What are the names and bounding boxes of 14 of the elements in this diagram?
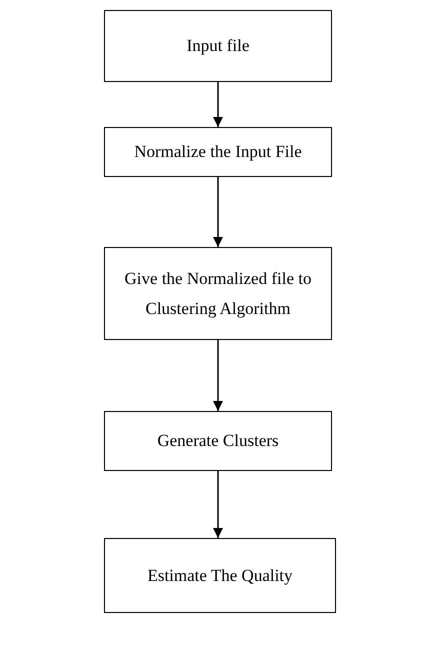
box-label: Estimate The Quality [146,564,294,587]
process-box [104,411,332,471]
arrow [213,82,223,127]
box-label: Generate Clusters [156,430,280,452]
process-box [104,538,336,613]
process-box [104,127,332,177]
arrow [213,340,223,411]
arrow [213,471,223,538]
box-label: Normalize the Input File [133,141,303,163]
box-label: Input file [186,35,250,57]
arrow [213,177,223,247]
process-box [104,10,332,82]
process-box [104,247,332,340]
box-label: Give the Normalized file to Clustering Algorithm [124,268,312,320]
